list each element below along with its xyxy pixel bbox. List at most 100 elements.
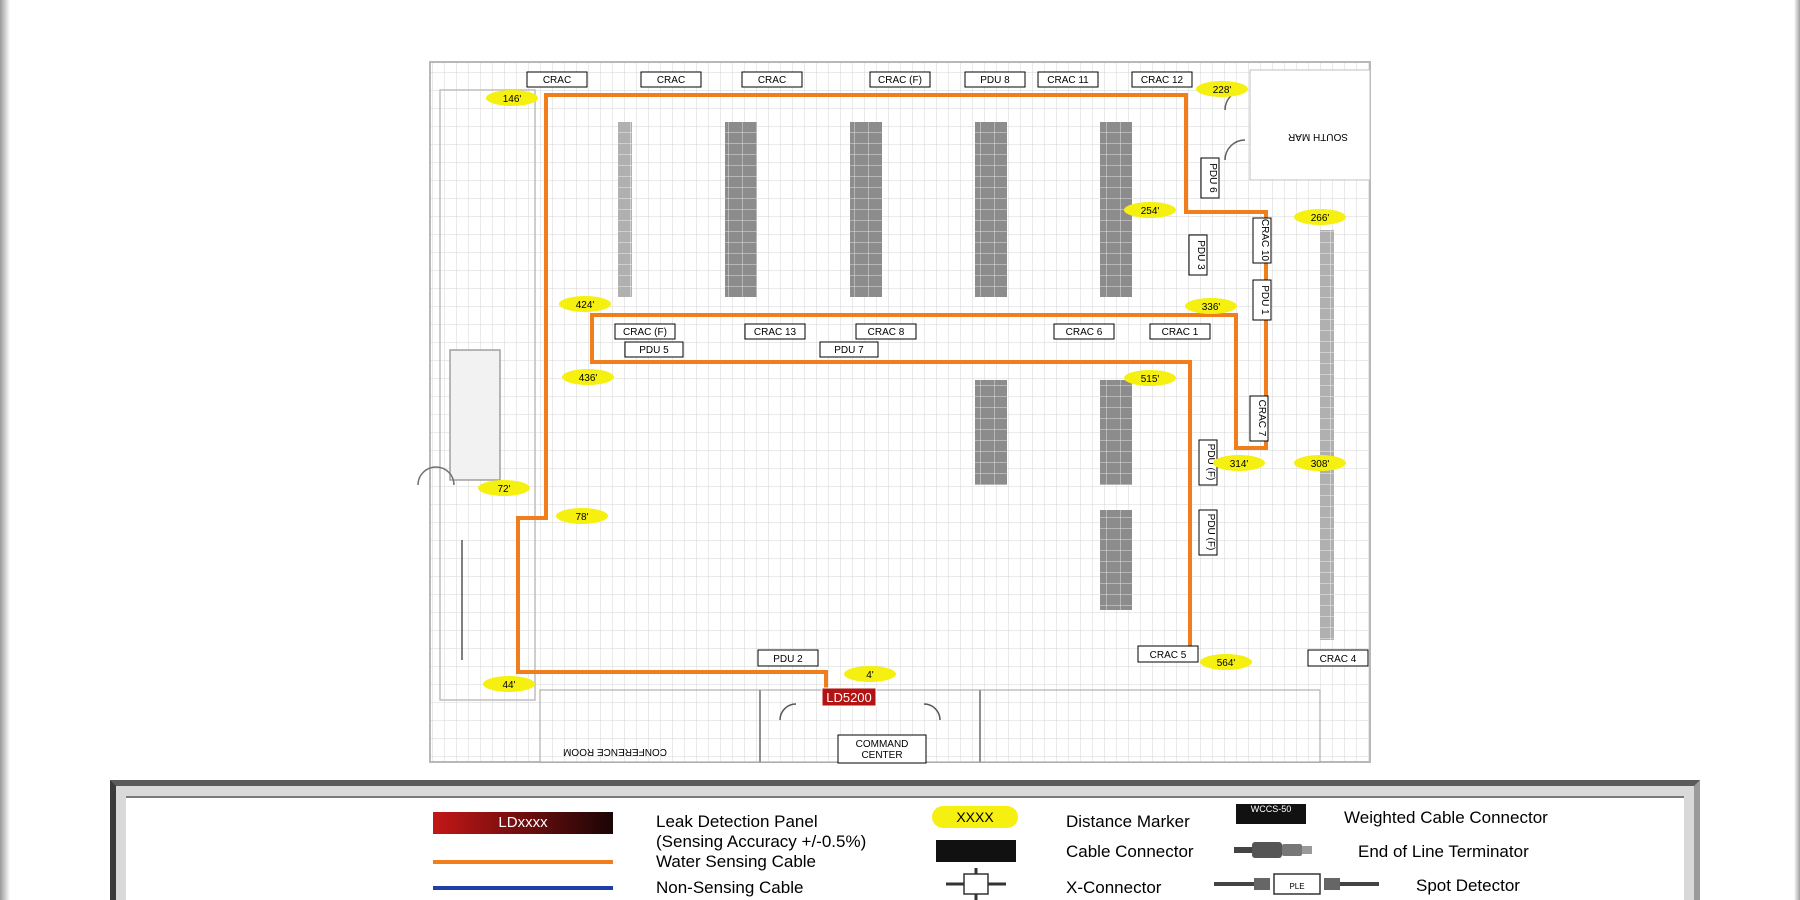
legend-water-sensing-cable: Water Sensing Cable	[656, 852, 817, 871]
svg-text:PDU 2: PDU 2	[773, 654, 803, 665]
spot-detector-icon: PLE	[1214, 873, 1379, 895]
label-crac-8: CRAC 8	[855, 323, 917, 340]
label-crac-f-top: CRAC (F)	[869, 71, 931, 88]
label-crac-7: CRAC 7	[1249, 395, 1269, 442]
legend-cable-connector-swatch	[936, 840, 1016, 862]
legend-panel: LDxxxx Leak Detection Panel (Sensing Acc…	[110, 780, 1700, 900]
distance-marker-436: 436'	[562, 369, 614, 385]
label-crac-11: CRAC 11	[1037, 71, 1099, 88]
label-pdu-6: PDU 6	[1200, 157, 1220, 199]
svg-text:CRAC 5: CRAC 5	[1150, 650, 1187, 661]
svg-text:PDU 3: PDU 3	[1195, 240, 1206, 270]
svg-text:146': 146'	[503, 94, 522, 105]
leak-detection-panel	[821, 687, 877, 707]
distance-marker-515: 515'	[1124, 370, 1176, 386]
legend-spot-detector: Spot Detector	[1416, 876, 1520, 895]
svg-text:PDU 7: PDU 7	[834, 345, 864, 356]
svg-text:CRAC: CRAC	[543, 75, 571, 86]
label-crac-6: CRAC 6	[1053, 323, 1115, 340]
svg-text:564': 564'	[1217, 658, 1236, 669]
label-crac-top-3: CRAC	[741, 71, 803, 88]
svg-text:515': 515'	[1141, 374, 1160, 385]
legend-leak-panel-label: Leak Detection Panel	[656, 812, 818, 831]
label-conference-room: CONFERENCE ROOM	[563, 746, 667, 757]
svg-text:78': 78'	[575, 512, 588, 523]
distance-marker-72: 72'	[478, 480, 530, 496]
svg-text:CRAC 11: CRAC 11	[1047, 75, 1089, 86]
label-crac-top-1: CRAC	[526, 71, 588, 88]
panel-label: LD5200	[826, 690, 872, 705]
svg-text:266': 266'	[1311, 213, 1330, 224]
legend-weighted-sample: WCCS-50	[1250, 804, 1292, 814]
distance-marker-314: 314'	[1213, 455, 1265, 471]
label-crac-1: CRAC 1	[1149, 323, 1211, 340]
label-crac-f-mid: CRAC (F)	[614, 323, 676, 340]
label-pdu-8: PDU 8	[964, 71, 1026, 88]
legend-cable-connector: Cable Connector	[1066, 842, 1194, 861]
svg-text:CRAC 13: CRAC 13	[754, 327, 797, 338]
legend-x-connector: X-Connector	[1066, 878, 1162, 897]
legend-distance-marker: Distance Marker	[1066, 812, 1190, 831]
rack-rows-lower	[975, 230, 1334, 640]
legend-body: LDxxxx Leak Detection Panel (Sensing Acc…	[126, 796, 1684, 900]
left-room	[449, 349, 501, 481]
south-mar-room	[1249, 69, 1371, 181]
legend-end-of-line-terminator: End of Line Terminator	[1358, 842, 1529, 861]
legend-non-sensing-cable-line	[433, 886, 613, 890]
legend-sensing-accuracy: (Sensing Accuracy +/-0.5%)	[656, 832, 867, 851]
svg-text:44': 44'	[502, 680, 515, 691]
legend-weighted-connector: Weighted Cable Connector	[1344, 808, 1548, 827]
label-crac-12: CRAC 12	[1131, 71, 1193, 88]
window-left-edge	[0, 0, 10, 900]
label-crac-5: CRAC 5	[1137, 645, 1199, 663]
spot-detector-sample: PLE	[1289, 882, 1304, 891]
legend-panel-sample: LDxxxx	[498, 814, 548, 831]
label-crac-13: CRAC 13	[744, 323, 806, 340]
command-door-2	[923, 703, 941, 721]
svg-text:CRAC 4: CRAC 4	[1320, 654, 1357, 665]
window-right-edge	[1794, 0, 1800, 900]
distance-marker-254: 254'	[1124, 202, 1176, 218]
svg-text:PDU 5: PDU 5	[639, 345, 669, 356]
floor-plan-map: LD5200 CRAC CRAC CRAC CRAC (F) PDU 8 CRA…	[417, 61, 1371, 764]
svg-text:436': 436'	[579, 373, 598, 384]
distance-marker-308: 308'	[1294, 455, 1346, 471]
command-door	[779, 703, 797, 721]
distance-marker-146: 146'	[486, 90, 538, 106]
svg-text:CRAC: CRAC	[657, 75, 685, 86]
svg-text:CRAC 10: CRAC 10	[1259, 219, 1270, 262]
end-of-line-terminator-icon	[1234, 842, 1312, 858]
svg-text:PDU 1: PDU 1	[1259, 285, 1270, 315]
legend-marker-sample: XXXX	[956, 809, 994, 825]
bottom-rooms	[539, 689, 1321, 763]
left-door	[417, 466, 455, 486]
distance-marker-78: 78'	[556, 508, 608, 524]
svg-text:PDU (F): PDU (F)	[1205, 514, 1216, 551]
left-corridor	[439, 89, 536, 701]
rack-rows-upper	[618, 122, 1132, 297]
svg-text:CRAC (F): CRAC (F)	[623, 327, 667, 338]
legend-distance-marker-swatch: XXXX	[932, 806, 1018, 828]
label-crac-4: CRAC 4	[1307, 649, 1369, 667]
svg-text:424': 424'	[576, 300, 595, 311]
legend-non-sensing-cable: Non-Sensing Cable	[656, 878, 804, 897]
svg-text:CRAC: CRAC	[758, 75, 786, 86]
label-crac-top-2: CRAC	[640, 71, 702, 88]
label-pdu-2: PDU 2	[757, 649, 819, 667]
distance-marker-424: 424'	[559, 296, 611, 312]
distance-marker-44: 44'	[483, 676, 535, 692]
svg-text:PDU 6: PDU 6	[1207, 163, 1218, 193]
legend-sensing-cable-line	[433, 860, 613, 864]
legend-weighted-swatch: WCCS-50	[1236, 804, 1306, 824]
svg-text:COMMAND: COMMAND	[856, 739, 909, 750]
label-command-center: COMMAND CENTER	[837, 734, 927, 764]
svg-text:336': 336'	[1202, 302, 1221, 313]
svg-text:CRAC 12: CRAC 12	[1141, 75, 1184, 86]
svg-text:CRAC 8: CRAC 8	[868, 327, 905, 338]
legend-panel-swatch: LDxxxx	[433, 812, 613, 834]
svg-text:314': 314'	[1230, 459, 1249, 470]
distance-marker-564: 564'	[1200, 654, 1252, 670]
svg-text:228': 228'	[1213, 85, 1232, 96]
distance-marker-266: 266'	[1294, 209, 1346, 225]
